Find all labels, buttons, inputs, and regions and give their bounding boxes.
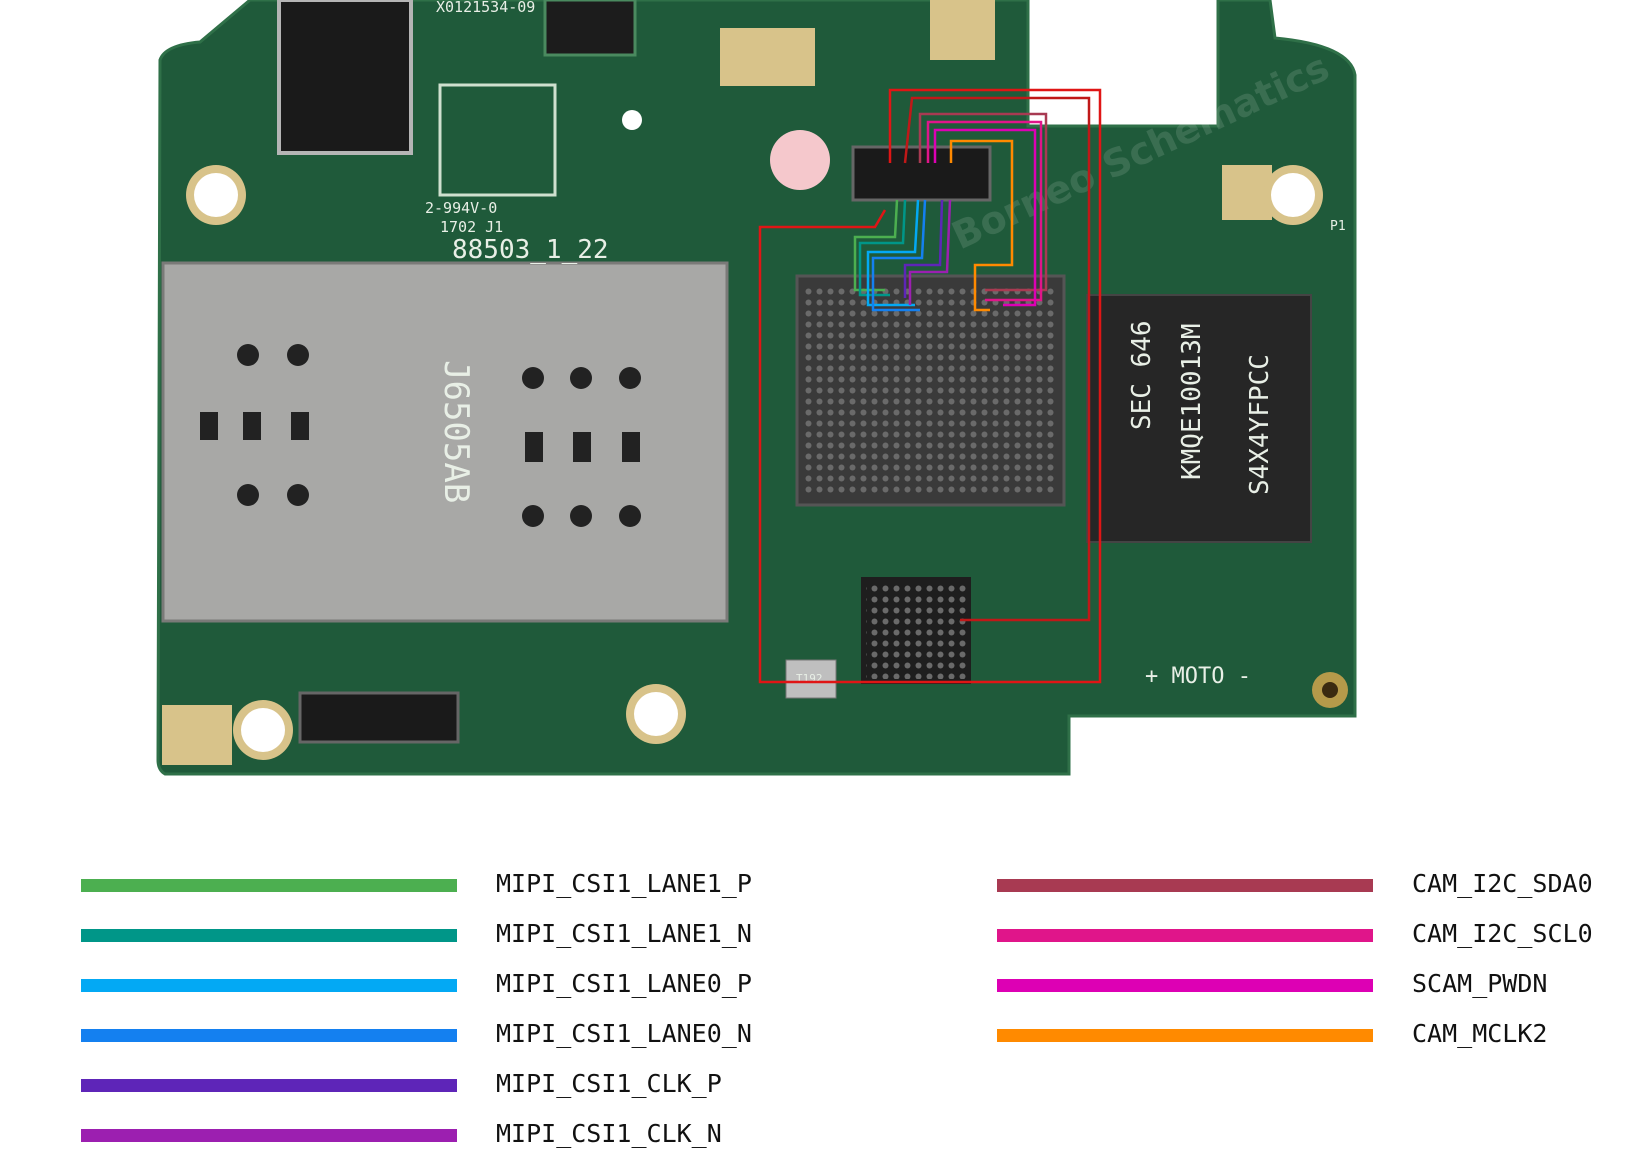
motor-label: + MOTO - <box>1145 664 1251 689</box>
trace-sda <box>918 112 1048 292</box>
audio-jack <box>277 0 413 155</box>
camera-connector <box>851 145 992 202</box>
pin1-label: P1 <box>1330 219 1346 234</box>
trace-lane0-n <box>871 199 927 312</box>
trace-lane1-n <box>858 199 907 297</box>
small-chip <box>543 0 637 57</box>
pcb-board-diagram: J6505AB SEC 646 KMQE10013M S4X4YFPCC T19… <box>156 0 1357 776</box>
memory-chip <box>1086 294 1312 543</box>
legend-item-clk-n: MIPI_CSI1_CLK_N <box>81 1119 722 1148</box>
legend-swatch <box>81 1128 457 1142</box>
memory-marking-3: S4X4YFPCC <box>1245 354 1275 495</box>
legend-label: CAM_I2C_SCL0 <box>1412 919 1593 948</box>
crystal <box>785 659 837 699</box>
board-rev: 2-994V-0 <box>425 199 497 217</box>
date-code: 1702 J1 <box>440 218 503 236</box>
legend-label: MIPI_CSI1_CLK_P <box>496 1069 722 1098</box>
trace-lane1-p <box>853 199 899 292</box>
trace-power-2 <box>903 96 1091 622</box>
trace-clk-n <box>908 199 952 305</box>
gold-pad <box>720 28 815 86</box>
trace-mclk <box>949 139 1014 312</box>
gold-pad <box>162 705 232 765</box>
shield-can <box>438 83 557 197</box>
legend-label: MIPI_CSI1_LANE1_N <box>496 919 752 948</box>
legend-swatch <box>81 928 457 942</box>
legend-label: MIPI_CSI1_LANE0_P <box>496 969 752 998</box>
legend-label: SCAM_PWDN <box>1412 969 1548 998</box>
signal-traces <box>758 88 1102 684</box>
legend-swatch <box>81 1078 457 1092</box>
legend-item-mclk2: CAM_MCLK2 <box>997 1019 1547 1048</box>
legend-item-lane1-p: MIPI_CSI1_LANE1_P <box>81 869 752 898</box>
legend-swatch <box>997 928 1373 942</box>
legend-item-lane0-p: MIPI_CSI1_LANE0_P <box>81 969 752 998</box>
sim-contacts <box>200 344 641 527</box>
pmic-ball-grid <box>866 582 966 679</box>
legend-label: MIPI_CSI1_CLK_N <box>496 1119 722 1148</box>
board-id: 88503_1_22 <box>452 235 609 265</box>
legend-swatch <box>81 878 457 892</box>
trace-scl <box>926 120 1043 302</box>
legend-swatch <box>81 1028 457 1042</box>
legend-label: CAM_MCLK2 <box>1412 1019 1548 1048</box>
top-code: X0121534-09 <box>436 0 535 16</box>
legend-item-lane1-n: MIPI_CSI1_LANE1_N <box>81 919 752 948</box>
legend-item-scl0: CAM_I2C_SCL0 <box>997 919 1593 948</box>
legend-item-sda0: CAM_I2C_SDA0 <box>997 869 1593 898</box>
cpu-ball-grid <box>805 284 1056 497</box>
trace-lane0-p <box>866 199 920 307</box>
legend-swatch <box>997 878 1373 892</box>
gold-pad <box>930 0 995 60</box>
memory-marking-1: SEC 646 <box>1127 320 1157 430</box>
trace-pwdn <box>933 128 1037 307</box>
sim-tray-label: J6505AB <box>436 360 476 503</box>
memory-marking-2: KMQE10013M <box>1177 323 1207 480</box>
legend-item-clk-p: MIPI_CSI1_CLK_P <box>81 1069 722 1098</box>
legend-label: MIPI_CSI1_LANE1_P <box>496 869 752 898</box>
trace-clk-p <box>903 199 944 298</box>
mounting-holes <box>186 110 1348 760</box>
legend-swatch <box>997 1028 1373 1042</box>
legend-item-lane0-n: MIPI_CSI1_LANE0_N <box>81 1019 752 1048</box>
legend-swatch <box>81 978 457 992</box>
legend-label: MIPI_CSI1_LANE0_N <box>496 1019 752 1048</box>
trace-power <box>758 88 1102 684</box>
legend-swatch <box>997 978 1373 992</box>
bottom-connector <box>298 691 460 744</box>
legend-label: CAM_I2C_SDA0 <box>1412 869 1593 898</box>
legend-item-pwdn: SCAM_PWDN <box>997 969 1547 998</box>
